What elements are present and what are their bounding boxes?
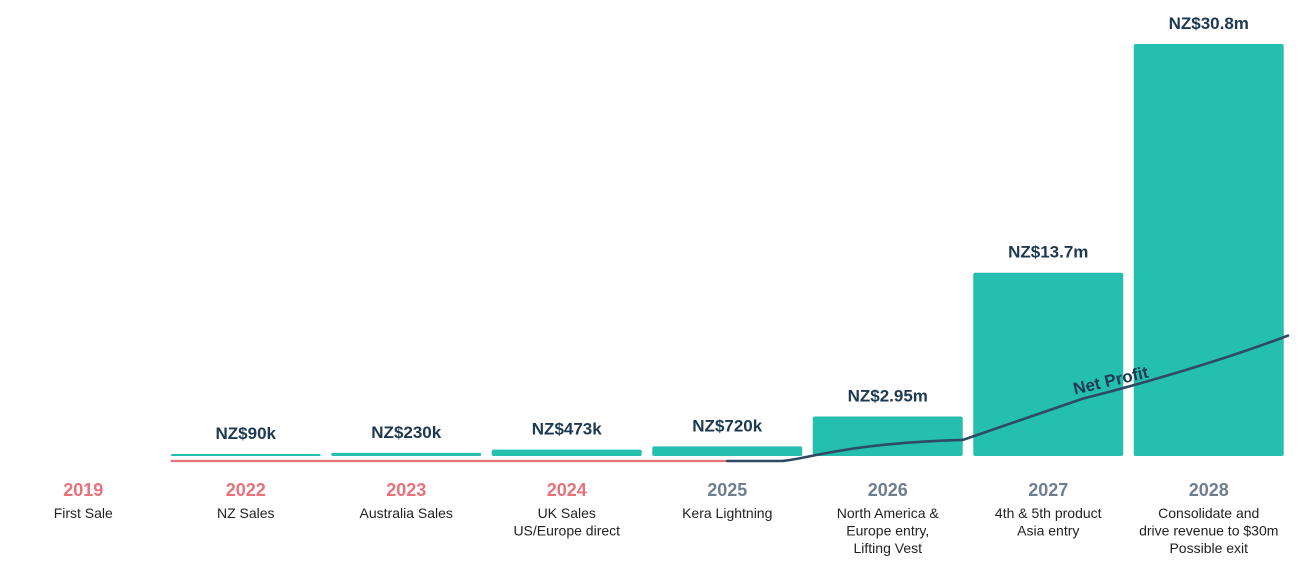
bar-2028 xyxy=(1133,44,1284,456)
milestone-label-2027-2: Asia entry xyxy=(1017,523,1079,539)
milestone-labels-group: First Sale NZ Sales Australia Sales UK Sale… xyxy=(54,505,1279,556)
value-label-2022: NZ$90k xyxy=(216,424,277,443)
milestone-label-2026-2: Europe entry, xyxy=(846,523,929,539)
net-profit-line xyxy=(725,334,1290,463)
year-label-2019: 2019 xyxy=(63,480,103,500)
bar-2024 xyxy=(491,449,642,456)
milestone-label-2023-1: Australia Sales xyxy=(360,505,453,521)
milestone-label-2025-1: Kera Lightning xyxy=(682,505,772,521)
bar-2022 xyxy=(170,454,321,456)
milestone-label-2024-1: UK Sales xyxy=(538,505,596,521)
year-label-2027: 2027 xyxy=(1028,480,1068,500)
bars-group xyxy=(170,44,1284,456)
year-labels-group: 2019 2022 2023 2024 2025 2026 2027 2028 xyxy=(63,480,1229,500)
milestone-label-2028-1: Consolidate and xyxy=(1158,505,1259,521)
value-label-2026: NZ$2.95m xyxy=(848,387,928,406)
milestone-label-2024-2: US/Europe direct xyxy=(513,523,620,539)
milestone-label-2028-3: Possible exit xyxy=(1169,540,1248,556)
bar-2023 xyxy=(331,452,482,456)
milestone-label-2027-1: 4th & 5th product xyxy=(995,505,1102,521)
year-label-2026: 2026 xyxy=(868,480,908,500)
value-label-2028: NZ$30.8m xyxy=(1169,14,1249,33)
value-labels-group: NZ$90k NZ$230k NZ$473k NZ$720k NZ$2.95m NZ$13… xyxy=(216,14,1249,443)
bar-2025 xyxy=(652,446,803,456)
bar-2027 xyxy=(973,272,1124,456)
year-label-2023: 2023 xyxy=(386,480,426,500)
milestone-label-2028-2: drive revenue to $30m xyxy=(1139,523,1278,539)
year-label-2028: 2028 xyxy=(1189,480,1229,500)
value-label-2027: NZ$13.7m xyxy=(1008,243,1088,262)
year-label-2022: 2022 xyxy=(226,480,266,500)
value-label-2025: NZ$720k xyxy=(692,416,762,435)
year-label-2024: 2024 xyxy=(547,480,587,500)
value-label-2024: NZ$473k xyxy=(532,420,602,439)
milestone-label-2019-1: First Sale xyxy=(54,505,113,521)
milestone-label-2026-1: North America & xyxy=(837,505,940,521)
milestone-label-2026-3: Lifting Vest xyxy=(854,540,923,556)
milestone-label-2022-1: NZ Sales xyxy=(217,505,275,521)
year-label-2025: 2025 xyxy=(707,480,747,500)
bar-2026 xyxy=(812,416,963,456)
value-label-2023: NZ$230k xyxy=(371,423,441,442)
